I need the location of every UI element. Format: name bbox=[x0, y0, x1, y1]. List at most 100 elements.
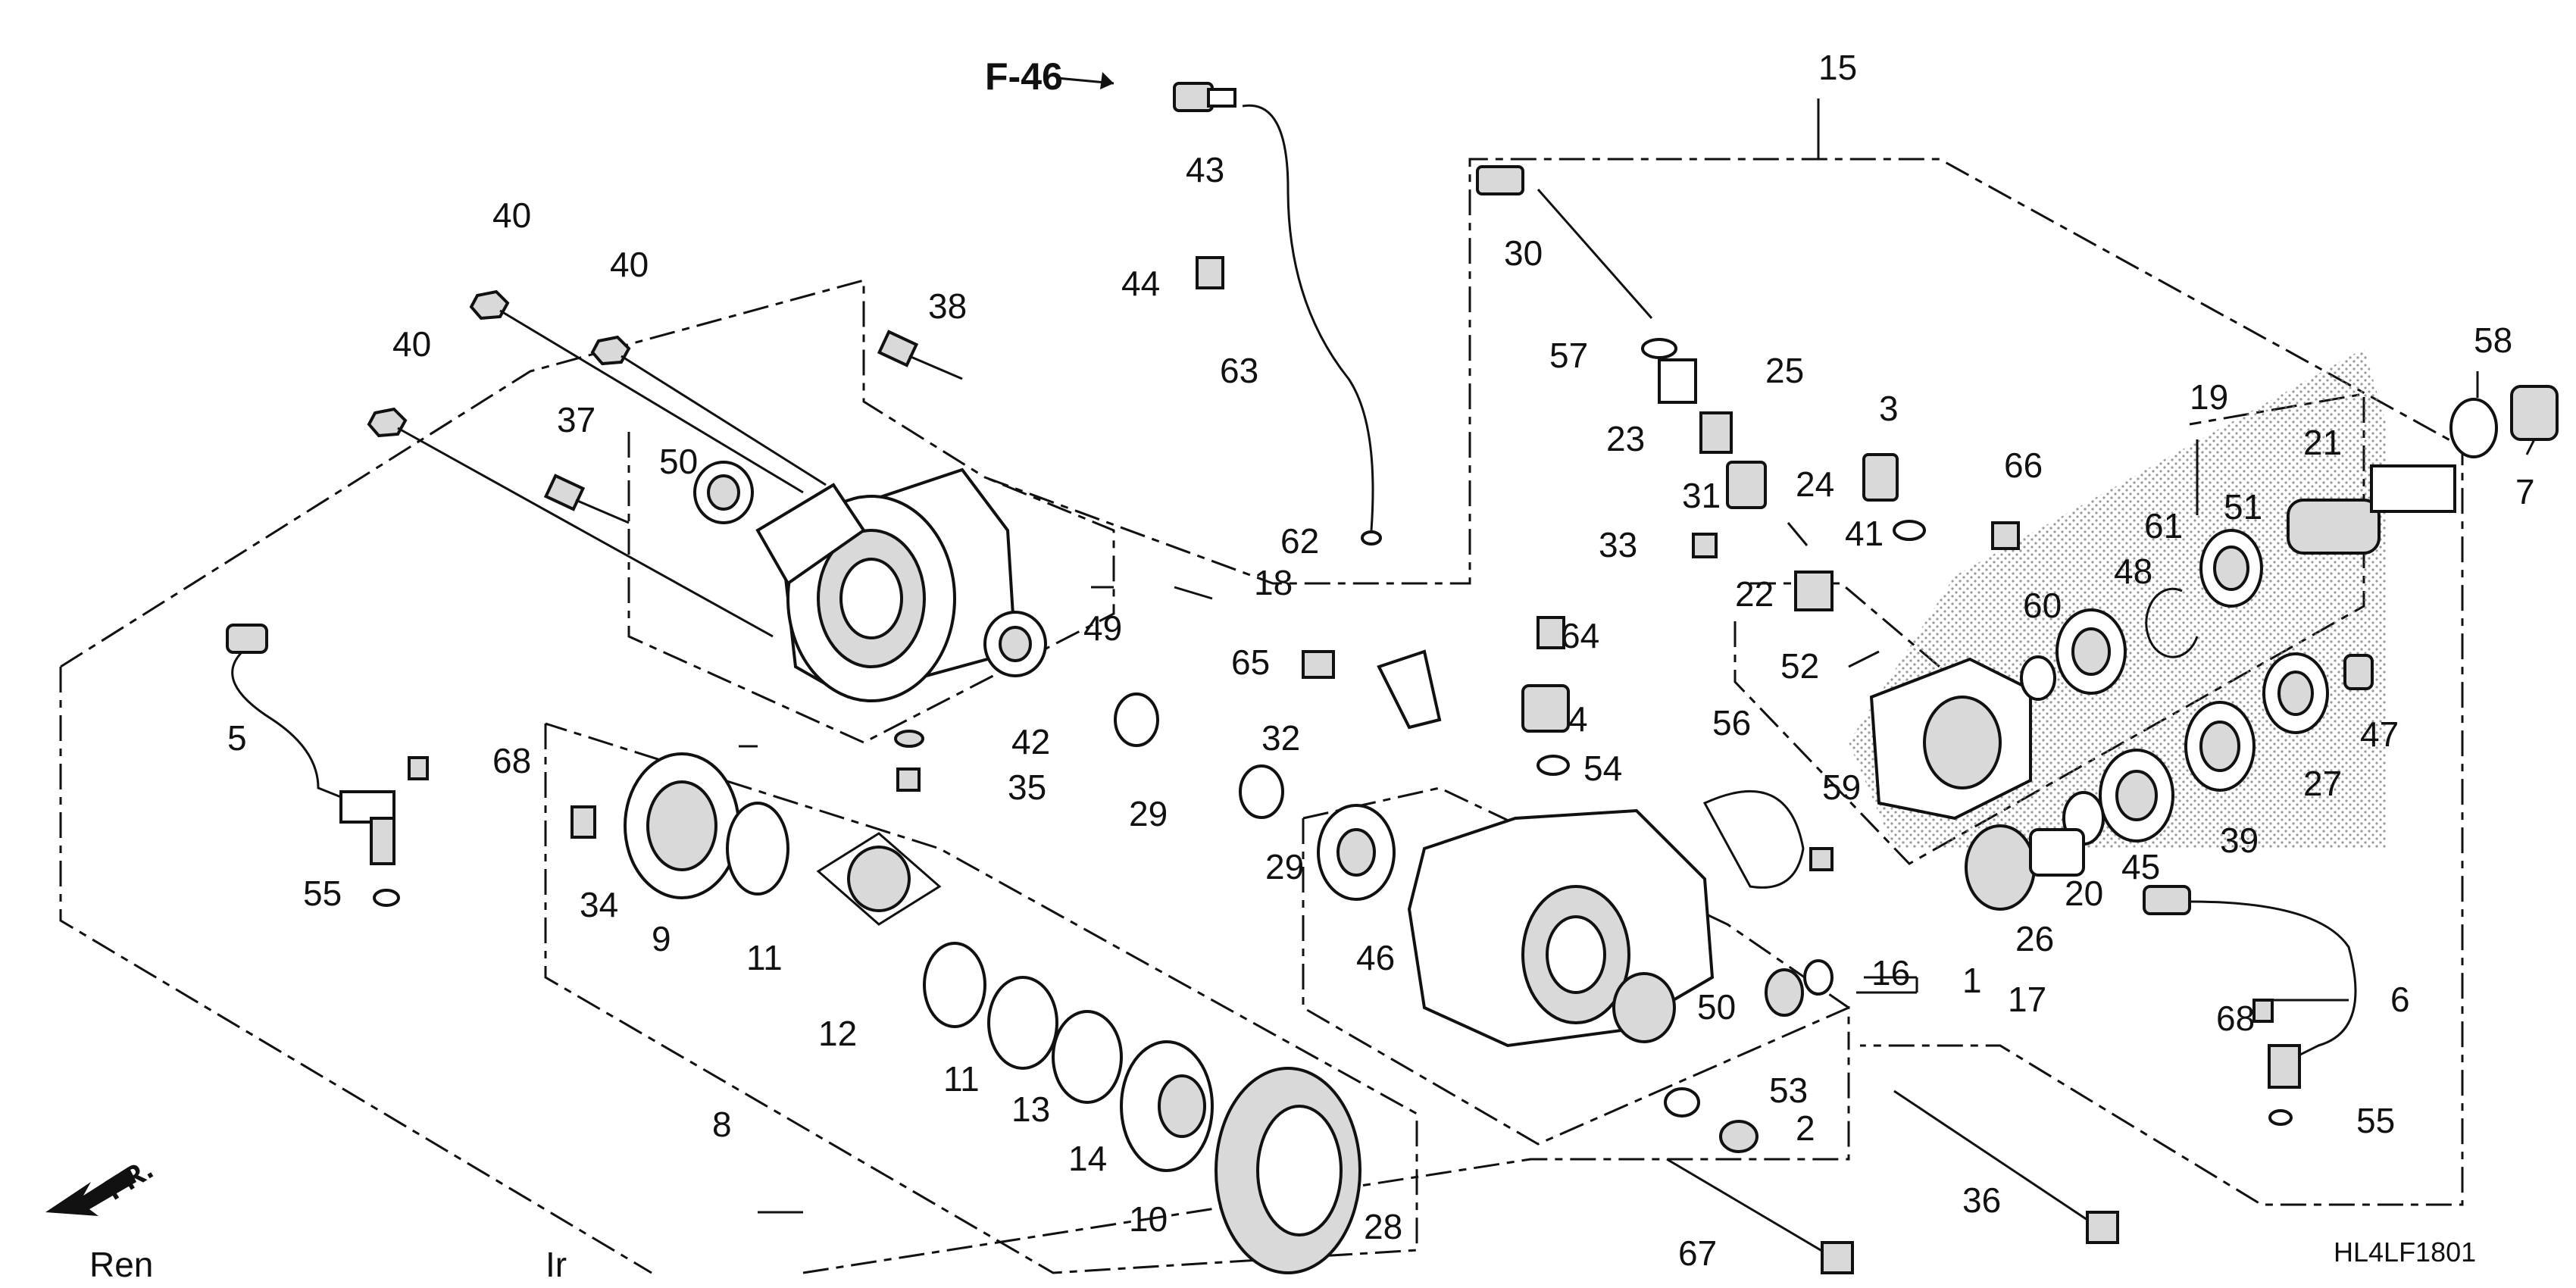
bearing-39 bbox=[2184, 701, 2256, 792]
callout-46: 46 bbox=[1356, 938, 1395, 977]
callout-31: 31 bbox=[1682, 476, 1721, 515]
washer-42 bbox=[894, 730, 924, 748]
seal-50-bottom bbox=[1612, 972, 1676, 1043]
shim-14 bbox=[1052, 1010, 1123, 1104]
bolt-65 bbox=[1302, 650, 1335, 679]
gear-cover bbox=[1869, 657, 2032, 821]
callout-65: 65 bbox=[1231, 642, 1270, 682]
bolt-68-right bbox=[2252, 999, 2274, 1023]
diff-case-9 bbox=[624, 752, 740, 899]
callout-57: 57 bbox=[1549, 336, 1588, 375]
callout-5: 5 bbox=[227, 718, 247, 758]
cap-7 bbox=[2510, 385, 2559, 441]
outline-assembly-bottom bbox=[802, 1046, 1850, 1274]
corner-left-label: Ren bbox=[89, 1245, 153, 1284]
shim-13 bbox=[987, 976, 1058, 1070]
callout-13: 13 bbox=[1011, 1089, 1050, 1129]
front-direction-arrow: FR. bbox=[45, 1152, 158, 1216]
bolt-36 bbox=[1893, 1089, 2119, 1244]
callout-59: 59 bbox=[1822, 767, 1861, 807]
callout-50: 50 bbox=[1697, 987, 1736, 1027]
callout-64: 64 bbox=[1561, 616, 1599, 655]
callout-20: 20 bbox=[2065, 874, 2103, 913]
fork-31 bbox=[1726, 461, 1767, 509]
callout-62: 62 bbox=[1280, 521, 1319, 561]
callout-10: 10 bbox=[1129, 1199, 1168, 1239]
outline-assembly-left bbox=[59, 667, 652, 1274]
oring-29-a bbox=[1114, 692, 1159, 747]
callout-52: 52 bbox=[1780, 646, 1819, 686]
breather-fitting-43 bbox=[1173, 82, 1236, 112]
callout-36: 36 bbox=[1962, 1180, 2001, 1220]
callout-53: 53 bbox=[1769, 1071, 1808, 1110]
oring-57 bbox=[1641, 338, 1677, 359]
callout-47: 47 bbox=[2360, 714, 2399, 754]
oring-62 bbox=[1361, 530, 1382, 546]
callout-54: 54 bbox=[1583, 749, 1622, 788]
bolt-38 bbox=[877, 330, 963, 380]
oring-60 bbox=[2020, 655, 2056, 701]
pin-59 bbox=[1809, 847, 1834, 871]
outline-case-group bbox=[1302, 818, 1850, 1146]
bolt-68-left bbox=[408, 756, 429, 780]
bolt-34 bbox=[571, 805, 596, 839]
callout-50: 50 bbox=[659, 442, 698, 481]
gasket-56 bbox=[1702, 789, 1805, 889]
nut-40-a bbox=[469, 289, 510, 320]
callout-40: 40 bbox=[610, 245, 649, 284]
callout-22: 22 bbox=[1735, 574, 1774, 614]
bracket-32 bbox=[1377, 649, 1442, 730]
callout-1: 1 bbox=[1962, 961, 1982, 1000]
callout-11: 11 bbox=[943, 1059, 980, 1099]
callout-39: 39 bbox=[2220, 821, 2259, 860]
callout-29: 29 bbox=[1265, 847, 1304, 886]
outline-assembly-top bbox=[60, 158, 2464, 1206]
oring-16 bbox=[1803, 959, 1834, 996]
callout-2: 2 bbox=[1796, 1108, 1815, 1148]
clip-44 bbox=[1196, 256, 1224, 289]
callout-41: 41 bbox=[1845, 514, 1884, 553]
callout-44: 44 bbox=[1121, 264, 1160, 303]
collar-25 bbox=[1658, 358, 1697, 404]
circlip-61 bbox=[2145, 587, 2199, 658]
bolt-66 bbox=[1991, 521, 2020, 550]
callout-38: 38 bbox=[928, 286, 967, 326]
callout-67: 67 bbox=[1678, 1233, 1717, 1273]
callout-21: 21 bbox=[2303, 423, 2342, 462]
output-shaft-21 bbox=[2287, 464, 2456, 555]
collar-1 bbox=[1765, 968, 1804, 1017]
reference-label[interactable]: F-46 bbox=[985, 55, 1063, 98]
breather-hose-63 bbox=[1242, 104, 1374, 531]
callout-63: 63 bbox=[1220, 351, 1258, 390]
callout-66: 66 bbox=[2004, 445, 2043, 485]
callout-37: 37 bbox=[557, 400, 596, 439]
callout-55: 55 bbox=[2356, 1101, 2395, 1140]
callout-42: 42 bbox=[1011, 722, 1050, 761]
corner-mid-label: Ir bbox=[546, 1245, 567, 1284]
sensor-4 bbox=[1521, 684, 1570, 733]
direction-label: FR. bbox=[99, 1152, 158, 1206]
pinion-26 bbox=[1965, 824, 2085, 911]
oring-41 bbox=[1893, 520, 1926, 541]
callout-68: 68 bbox=[492, 741, 531, 780]
plug-35 bbox=[896, 767, 921, 792]
switch-3 bbox=[1862, 453, 1899, 502]
cage-12 bbox=[816, 832, 942, 926]
outline-cover-group bbox=[1750, 582, 1979, 796]
callout-3: 3 bbox=[1879, 389, 1899, 428]
callout-26: 26 bbox=[2015, 919, 2054, 958]
shift-arm-30 bbox=[1476, 165, 1653, 319]
callout-14: 14 bbox=[1068, 1139, 1107, 1178]
callout-7: 7 bbox=[2515, 472, 2535, 511]
callout-30: 30 bbox=[1504, 233, 1543, 273]
callout-8: 8 bbox=[712, 1105, 732, 1144]
seal-50-top bbox=[693, 461, 754, 524]
callout-60: 60 bbox=[2023, 586, 2062, 625]
seal-51 bbox=[2199, 529, 2263, 608]
sensor-6 bbox=[2143, 885, 2357, 1089]
callout-56: 56 bbox=[1712, 703, 1751, 742]
oring-29-b bbox=[1239, 764, 1284, 819]
callout-61: 61 bbox=[2144, 506, 2183, 546]
